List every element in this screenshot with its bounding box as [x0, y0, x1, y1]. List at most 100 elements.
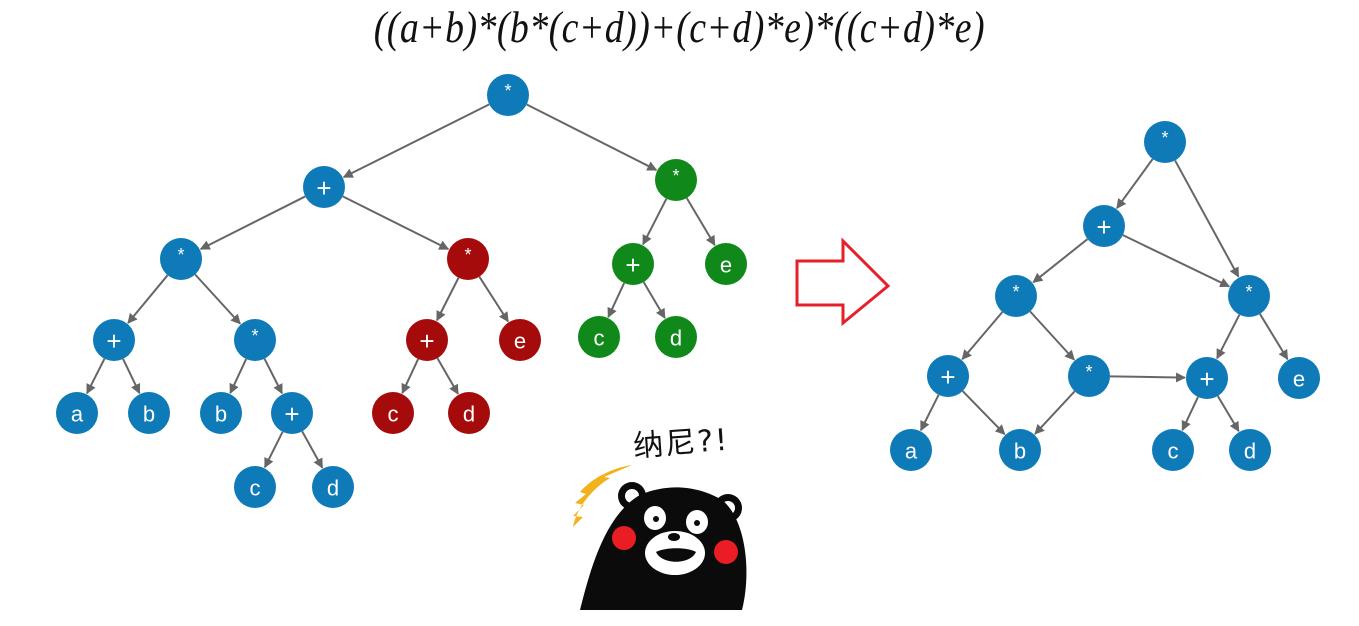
node-circle: [927, 355, 969, 397]
node-label: b: [143, 402, 155, 427]
right-arrow-icon: [795, 237, 891, 327]
node-circle: [200, 392, 242, 434]
tree-node: +: [303, 166, 345, 208]
tree-node: d: [448, 392, 490, 434]
node-label: e: [1293, 367, 1305, 392]
tree-edge: [86, 358, 106, 395]
dag-node: a: [890, 429, 932, 471]
node-label: c: [594, 326, 605, 351]
dag-edge: [1122, 234, 1231, 288]
node-label: c: [250, 476, 261, 501]
node-label: +: [940, 362, 955, 392]
tree-node: +: [406, 319, 448, 361]
tree-edge: [301, 430, 324, 469]
tree-edge: [263, 431, 284, 469]
node-label: b: [215, 402, 227, 427]
dag-node: *: [1144, 121, 1186, 163]
dag-node: d: [1229, 429, 1271, 471]
node-circle: [1083, 205, 1125, 247]
dag-edges: [919, 158, 1289, 435]
node-circle: [303, 166, 345, 208]
dag-edge: [961, 311, 1004, 360]
tree-node: *: [234, 319, 276, 361]
tree-node: a: [56, 392, 98, 434]
sticker-caption: 纳尼?!: [632, 422, 731, 465]
node-circle: [1228, 275, 1270, 317]
node-circle: [890, 429, 932, 471]
tree-edge: [642, 281, 666, 319]
tree-edge: [194, 273, 241, 325]
tree-node: c: [372, 392, 414, 434]
tree-edge: [342, 103, 490, 179]
expression-text: ((a+b)*(b*(c+d))+(c+d)*e)*((c+d)*e): [373, 3, 986, 52]
tree-node: c: [234, 466, 276, 508]
node-circle: [160, 238, 202, 280]
node-label: *: [1012, 282, 1019, 302]
node-circle: [1068, 355, 1110, 397]
node-circle: [655, 316, 697, 358]
node-label: *: [177, 245, 184, 265]
node-label: d: [463, 402, 475, 427]
tree-node: d: [655, 316, 697, 358]
node-circle: [705, 243, 747, 285]
tree-edge: [607, 282, 626, 318]
node-circle: [448, 392, 490, 434]
node-label: +: [106, 326, 121, 356]
dag-node: *: [995, 275, 1037, 317]
node-circle: [499, 319, 541, 361]
tree-node: d: [312, 466, 354, 508]
node-label: c: [388, 402, 399, 427]
node-circle: [372, 392, 414, 434]
tree-edge: [199, 195, 306, 250]
tree-edge: [642, 198, 668, 246]
tree-edge: [478, 276, 509, 323]
dag-node: +: [927, 355, 969, 397]
node-label: +: [284, 399, 299, 429]
node-label: +: [1199, 364, 1214, 394]
dag-node: +: [1083, 205, 1125, 247]
dag-edge: [1259, 313, 1289, 361]
node-circle: [1229, 429, 1271, 471]
node-label: d: [327, 476, 339, 501]
tree-node: *: [655, 159, 697, 201]
node-label: +: [419, 326, 434, 356]
tree-edges: [86, 103, 716, 469]
tree-edge: [436, 277, 460, 322]
node-label: +: [316, 173, 331, 203]
node-circle: [995, 275, 1037, 317]
tree-node: b: [128, 392, 170, 434]
node-label: *: [1085, 362, 1092, 382]
node-label: b: [1014, 439, 1026, 464]
node-label: d: [1244, 439, 1256, 464]
node-circle: [655, 159, 697, 201]
node-circle: [1144, 121, 1186, 163]
node-circle: [312, 466, 354, 508]
node-circle: [93, 319, 135, 361]
node-circle: [128, 392, 170, 434]
node-label: d: [670, 326, 682, 351]
node-circle: [1278, 357, 1320, 399]
tree-edge: [436, 357, 459, 395]
kumamon-sticker: [573, 465, 747, 610]
tree-node: c: [578, 316, 620, 358]
node-label: e: [514, 329, 526, 354]
dag-node: +: [1186, 357, 1228, 399]
dag-edge: [1116, 158, 1154, 210]
tree-node: b: [200, 392, 242, 434]
tree-node: e: [705, 243, 747, 285]
dag-node: b: [999, 429, 1041, 471]
node-label: *: [464, 245, 471, 265]
dag-edge: [1174, 159, 1240, 278]
tree-node: e: [499, 319, 541, 361]
node-label: a: [71, 402, 84, 427]
dag-node: *: [1228, 275, 1270, 317]
dag-edge: [1032, 238, 1089, 284]
dag-edge: [961, 390, 1006, 435]
node-circle: [447, 238, 489, 280]
node-circle: [271, 392, 313, 434]
dag-edge: [1216, 314, 1241, 360]
node-circle: [487, 74, 529, 116]
node-label: *: [672, 166, 679, 186]
